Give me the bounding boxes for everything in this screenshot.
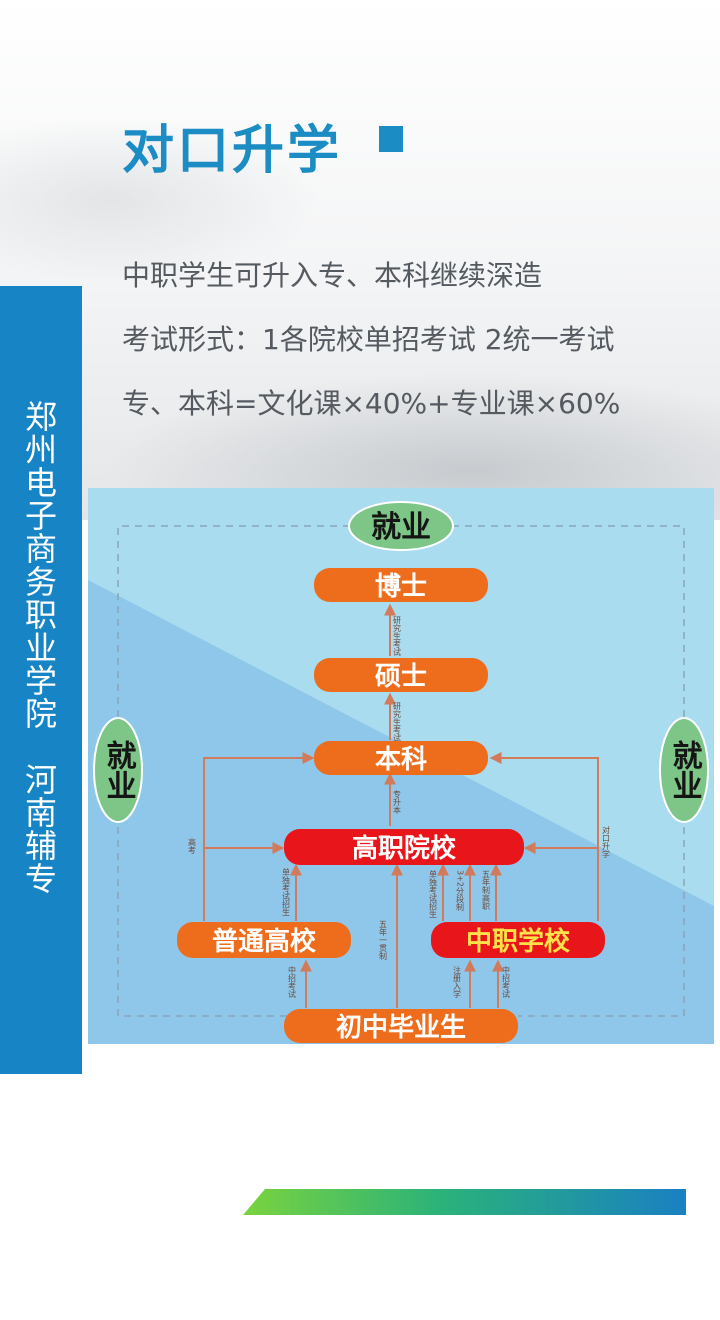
- arrow-secondary-to-bachelor: [489, 752, 599, 921]
- edge-label-to-master: 研究生考试: [393, 702, 402, 742]
- page-title: 对口升学: [122, 121, 343, 181]
- node-junior-graduate-box: [284, 1009, 518, 1043]
- node-doctor-label: 博士: [375, 572, 427, 602]
- node-junior-graduate-label: 初中毕业生: [336, 1013, 466, 1043]
- edge-label-secondary-to-higher-b: 3+2分段制: [456, 870, 465, 912]
- node-bachelor-label: 本科: [375, 745, 427, 775]
- employment-right-ellipse: [659, 717, 709, 823]
- node-master-label: 硕士: [375, 662, 427, 692]
- education-path-diagram: 就业 就业 就业 研究生考试 研究生考试 专升本: [88, 488, 714, 1044]
- edge-label-left-branch: 高考: [188, 837, 197, 855]
- node-master-box: [314, 658, 488, 692]
- employment-top-ellipse: [348, 501, 454, 551]
- intro-line-1: 中职学生可升入专、本科继续深造: [122, 259, 543, 292]
- edge-label-center-line: 五年一贯制: [379, 920, 388, 961]
- title-square-decoration: [379, 126, 403, 152]
- node-higher-vocational-label: 高职院校: [352, 833, 457, 864]
- node-secondary-vocational-label: 中职学校: [466, 926, 571, 957]
- node-general-high-school-box: [177, 922, 351, 958]
- employment-left-label: 就业: [101, 740, 137, 800]
- node-higher-vocational-box: [284, 829, 524, 865]
- dashed-frame-left: [117, 525, 350, 1017]
- bottom-gradient-bar: [243, 1189, 686, 1215]
- edge-label-junior-to-secondary-b: 中招考试: [502, 965, 511, 998]
- background-haze: [0, 0, 720, 520]
- edge-label-junior-to-general: 中招考试: [288, 965, 297, 998]
- employment-top-label: 就业: [371, 510, 431, 545]
- intro-line-2: 考试形式：1各院校单招考试 2统一考试: [122, 323, 615, 356]
- employment-left-ellipse: [93, 717, 143, 823]
- node-secondary-vocational-box: [431, 922, 605, 958]
- side-label: 郑州电子商务职业学院 河南辅专: [20, 400, 58, 895]
- node-bachelor-box: [314, 741, 488, 775]
- employment-right-label: 就业: [667, 740, 703, 800]
- edge-label-right-branch: 对口升学: [602, 825, 611, 858]
- edge-label-junior-to-secondary-a: 注册入学: [453, 965, 462, 998]
- node-general-high-school-label: 普通高校: [212, 926, 317, 957]
- edge-label-general-to-higher: 单独考试招生: [282, 867, 291, 916]
- edge-label-to-doctor: 研究生考试: [393, 616, 402, 656]
- arrow-general-to-bachelor: [203, 752, 315, 921]
- edge-label-to-bachelor: 专升本: [393, 789, 402, 815]
- node-doctor-box: [314, 568, 488, 602]
- intro-line-3: 专、本科=文化课×40%+专业课×60%: [122, 387, 621, 420]
- edge-label-secondary-to-higher-a: 单独考试招生: [429, 869, 438, 918]
- diagram-svg: 就业 就业 就业 研究生考试 研究生考试 专升本: [88, 488, 714, 1044]
- side-band: [0, 286, 82, 1074]
- edge-label-secondary-to-higher-c: 五年制高职: [482, 870, 491, 911]
